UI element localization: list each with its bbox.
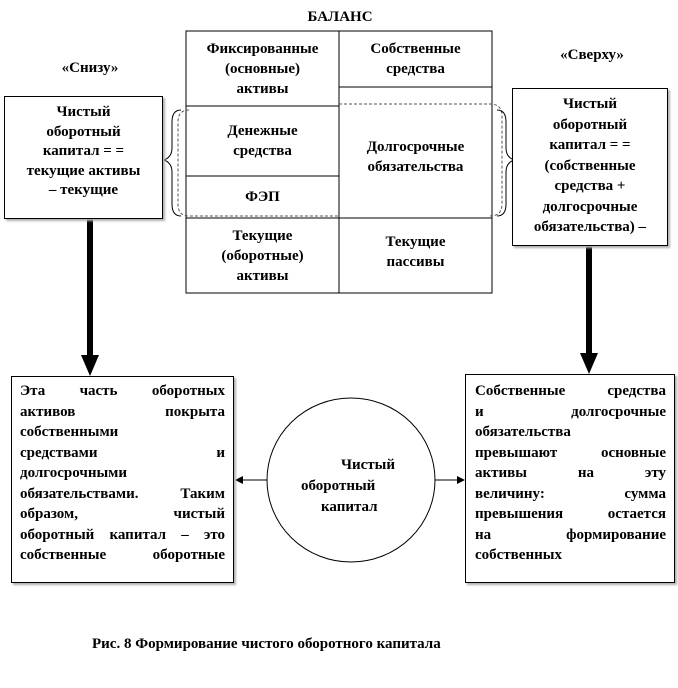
left-formula-line: текущие активы <box>26 162 141 179</box>
left-formula-line: оборотный <box>46 123 121 140</box>
right-formula-line: средства + <box>554 178 626 194</box>
arrow-circle-left-head <box>235 476 243 484</box>
left-formula-line: капитал = = <box>42 143 125 159</box>
dashed-bracket-left <box>177 109 339 217</box>
brace-left <box>162 109 182 217</box>
right-desc-line: превышают основные <box>475 444 666 461</box>
left-formula-box: Чистый оборотный капитал = = текущие акт… <box>4 96 163 219</box>
dashed-bracket-right <box>339 103 503 217</box>
left-label: «Снизу» <box>61 60 119 76</box>
right-desc-line: величину: сумма <box>475 485 666 502</box>
left-formula-line: Чистый <box>56 104 111 120</box>
right-desc-line: на формирование <box>475 526 666 543</box>
left-description-box: Эта часть оборотных активов покрыта собс… <box>11 376 234 583</box>
figure-caption: Рис. 8 Формирование чистого оборотного к… <box>92 636 441 652</box>
cell-fep: ФЭП <box>245 189 280 205</box>
left-desc-line: образом, чистый <box>20 506 225 522</box>
right-label: «Сверху» <box>560 47 624 63</box>
cell-fixed-assets: Фиксированные(основные)активы <box>206 40 319 97</box>
right-desc-line: Собственные средства <box>475 383 666 399</box>
left-desc-line: Эта часть оборотных <box>20 383 225 399</box>
arrow-left-head <box>81 355 99 376</box>
left-desc-line: обязательствами. Таким <box>20 485 225 502</box>
left-desc-line: активов покрыта <box>20 403 225 420</box>
right-formula-line: капитал = = <box>549 137 631 153</box>
right-desc-line: обязательства <box>475 424 571 440</box>
right-formula-line: оборотный <box>552 116 628 133</box>
right-formula-line: долгосрочные <box>542 198 638 215</box>
right-formula-line: (собственные <box>544 157 636 174</box>
cell-current-assets: Текущие(оборотные)активы <box>221 227 304 284</box>
right-desc-line: собственных <box>475 547 562 563</box>
balance-title: БАЛАНС <box>307 9 373 25</box>
right-desc-line: и долгосрочные <box>475 403 666 420</box>
arrow-circle-right-head <box>457 476 465 484</box>
left-desc-line: собственными <box>20 424 119 440</box>
left-desc-line: средствами и <box>20 444 225 461</box>
right-description-box: Собственные средства и долгосрочные обяз… <box>465 374 675 583</box>
left-desc-line: собственные оборотные <box>20 547 225 563</box>
right-desc-line: активы на эту <box>475 465 666 481</box>
right-formula-line: обязательства) – <box>533 219 647 235</box>
left-desc-line: оборотный капитал – это <box>20 526 225 543</box>
arrow-right-head <box>580 353 598 374</box>
circle-label: Чистый оборотный капитал <box>301 457 396 515</box>
right-formula-line: Чистый <box>562 96 618 112</box>
left-desc-line: долгосрочными <box>20 465 128 481</box>
left-formula-line: – текущие <box>48 182 119 198</box>
right-desc-line: превышения остается <box>475 506 666 522</box>
right-formula-box: Чистый оборотный капитал = = (собственны… <box>512 88 668 246</box>
